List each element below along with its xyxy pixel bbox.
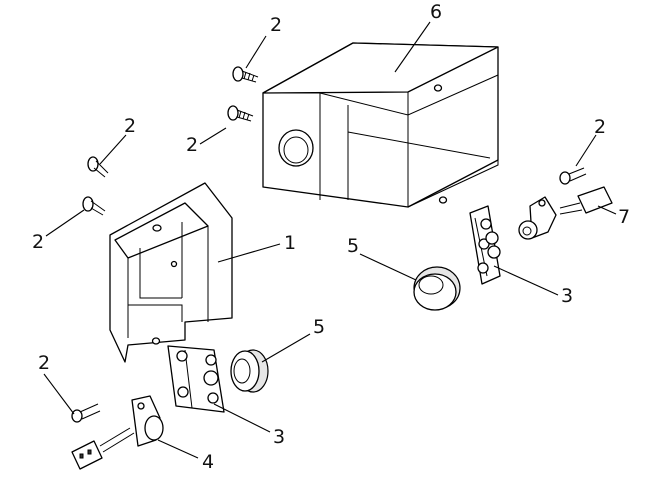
screw-icon bbox=[559, 167, 587, 185]
callout-5-lower: 5 bbox=[313, 316, 325, 338]
callout-2-upper-left: 2 bbox=[124, 115, 136, 137]
callout-1: 1 bbox=[284, 232, 296, 254]
callout-4: 4 bbox=[202, 451, 214, 473]
screw-icon bbox=[82, 196, 106, 216]
callout-7: 7 bbox=[618, 206, 630, 228]
callout-2-lower-left: 2 bbox=[38, 352, 50, 374]
screw-icon bbox=[87, 156, 109, 178]
callout-6: 6 bbox=[430, 1, 442, 23]
callout-2-top: 2 bbox=[270, 14, 282, 36]
leader-lines bbox=[43, 21, 617, 459]
callout-2-mid: 2 bbox=[186, 134, 198, 156]
part-5-grommet-lower bbox=[230, 349, 269, 393]
part-5-grommet-right bbox=[413, 266, 461, 311]
screw-icon bbox=[227, 105, 254, 122]
part-3-switch-plate-right bbox=[469, 205, 501, 285]
callout-5-right: 5 bbox=[347, 235, 359, 257]
part-6-cover-housing bbox=[262, 42, 499, 208]
callout-2-left: 2 bbox=[32, 231, 44, 253]
part-1-bracket bbox=[109, 182, 233, 363]
part-7-sensor bbox=[518, 186, 613, 240]
screw-icon bbox=[71, 403, 101, 423]
part-3-switch-plate-lower bbox=[167, 345, 225, 413]
screw-icon bbox=[232, 66, 259, 83]
part-4-sensor bbox=[71, 395, 164, 470]
callout-3-lower: 3 bbox=[273, 426, 285, 448]
callout-2-right: 2 bbox=[594, 116, 606, 138]
callout-3-right: 3 bbox=[561, 285, 573, 307]
